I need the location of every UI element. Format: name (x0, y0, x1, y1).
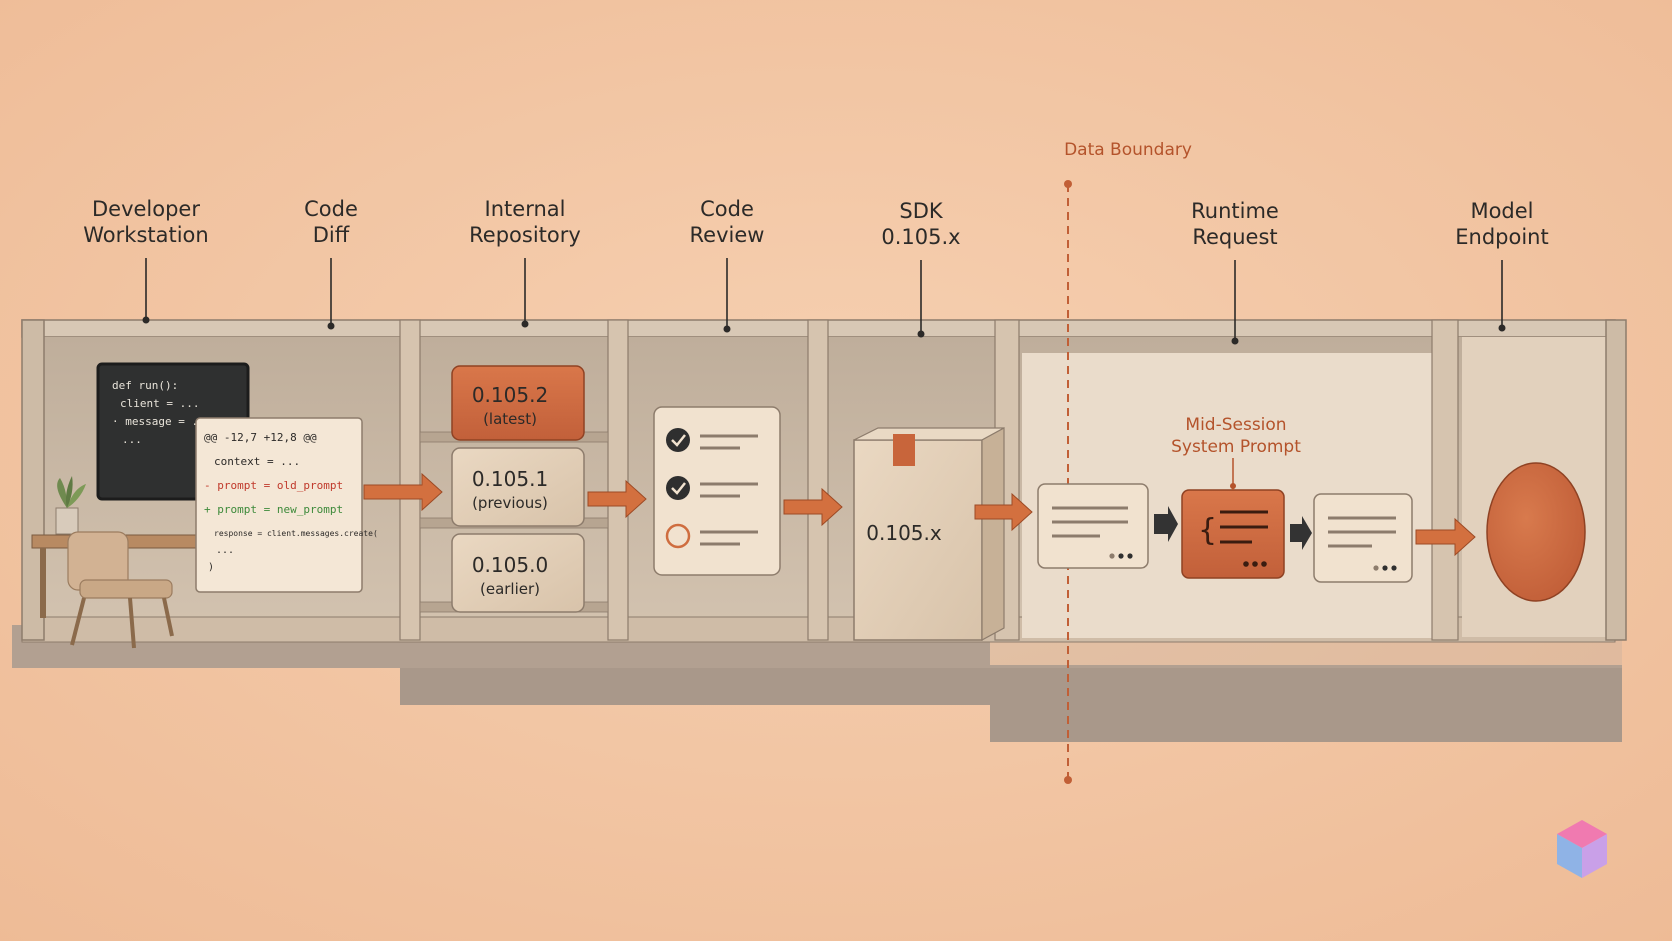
diff-removed-line: - prompt = old_prompt (204, 479, 343, 492)
boundary-label: Data Boundary (1064, 140, 1192, 160)
brace-icon: { (1198, 513, 1217, 548)
review-checklist (653, 406, 781, 576)
request-card (1313, 493, 1413, 583)
diff-response-line: response = client.messages.create( (214, 529, 378, 538)
diff-added-line: + prompt = new_prompt (204, 503, 343, 516)
flow-arrows (363, 472, 1476, 557)
diff-hunk-header: @@ -12,7 +12,8 @@ (204, 431, 317, 444)
version-box: 0.105.0 (earlier) (451, 533, 585, 613)
model-endpoint-icon (1486, 462, 1586, 602)
sdk-package-label: 0.105.x (866, 521, 942, 545)
version-box: 0.105.2 (latest) (451, 365, 585, 441)
stage-leader-dot (142, 316, 150, 324)
flow-arrow-icon (587, 479, 647, 519)
monitor-code-line: client = ... (120, 397, 199, 410)
stage-label-developer-workstation: Developer (92, 197, 200, 221)
flow-arrow-icon (783, 487, 843, 527)
version-number: 0.105.1 (472, 467, 548, 491)
runtime-request-flow: { (1037, 458, 1413, 583)
stage-label-sdk: 0.105.x (881, 225, 960, 249)
flow-arrow-icon (974, 492, 1033, 532)
flow-arrow-icon (363, 472, 443, 512)
developer-workstation-scene: def run(): client = ... · message = ... … (31, 362, 250, 649)
logo-cube-icon (1557, 820, 1607, 878)
stage-label-code-review: Code (700, 197, 754, 221)
stage-leader-dot (1498, 324, 1506, 332)
stage-label-runtime-request: Runtime (1191, 199, 1279, 223)
version-stack: 0.105.2 (latest) 0.105.1 (previous) 0.10… (451, 365, 585, 613)
mid-session-label: Mid-Session (1185, 415, 1286, 435)
plant-icon (55, 476, 86, 535)
version-note: (previous) (472, 494, 548, 512)
stage-label-code-diff: Code (304, 197, 358, 221)
stage-label-developer-workstation: Workstation (83, 223, 208, 247)
flow-arrow-icon (1154, 506, 1178, 542)
version-note: (earlier) (480, 580, 540, 598)
stage-label-code-diff: Diff (313, 223, 350, 247)
code-diff-panel: @@ -12,7 +12,8 @@ context = ... - prompt… (195, 417, 378, 593)
stage-labels: DeveloperWorkstationCodeDiffInternalRepo… (83, 197, 1549, 345)
diff-context-line: context = ... (214, 455, 300, 468)
monitor-code-line: · message = ... (112, 415, 211, 428)
stage-leader-dot (521, 320, 529, 328)
flow-arrow-icon (1415, 517, 1476, 557)
stage-label-sdk: SDK (899, 199, 944, 223)
diff-ellipsis: ... (216, 545, 234, 556)
stage-leader-dot (1231, 337, 1239, 345)
diff-close: ) (208, 562, 214, 573)
monitor-code-line: ... (122, 433, 142, 446)
chair-icon (67, 531, 174, 649)
stage-label-internal-repository: Internal (485, 197, 566, 221)
stage-leader-dot (327, 322, 335, 330)
version-box: 0.105.1 (previous) (451, 447, 585, 527)
stage-leader-dot (723, 325, 731, 333)
open-circle-icon (665, 523, 691, 549)
stage-label-model-endpoint: Model (1470, 199, 1533, 223)
version-number: 0.105.0 (472, 553, 548, 577)
mid-session-label: System Prompt (1171, 437, 1301, 457)
stage-label-model-endpoint: Endpoint (1455, 225, 1548, 249)
stage-label-code-review: Review (690, 223, 765, 247)
flow-arrow-icon (1290, 516, 1312, 550)
check-icon (666, 428, 690, 452)
monitor-code-line: def run(): (112, 379, 178, 392)
check-icon (666, 476, 690, 500)
request-card (1037, 483, 1149, 569)
data-boundary (1064, 180, 1072, 784)
sdk-package: 0.105.x (853, 426, 1005, 642)
system-prompt-card: { (1181, 489, 1285, 579)
stage-label-internal-repository: Repository (469, 223, 581, 247)
version-note: (latest) (483, 410, 537, 428)
stage-leader-dot (917, 330, 925, 338)
version-number: 0.105.2 (472, 383, 548, 407)
stage-label-runtime-request: Request (1192, 225, 1277, 249)
